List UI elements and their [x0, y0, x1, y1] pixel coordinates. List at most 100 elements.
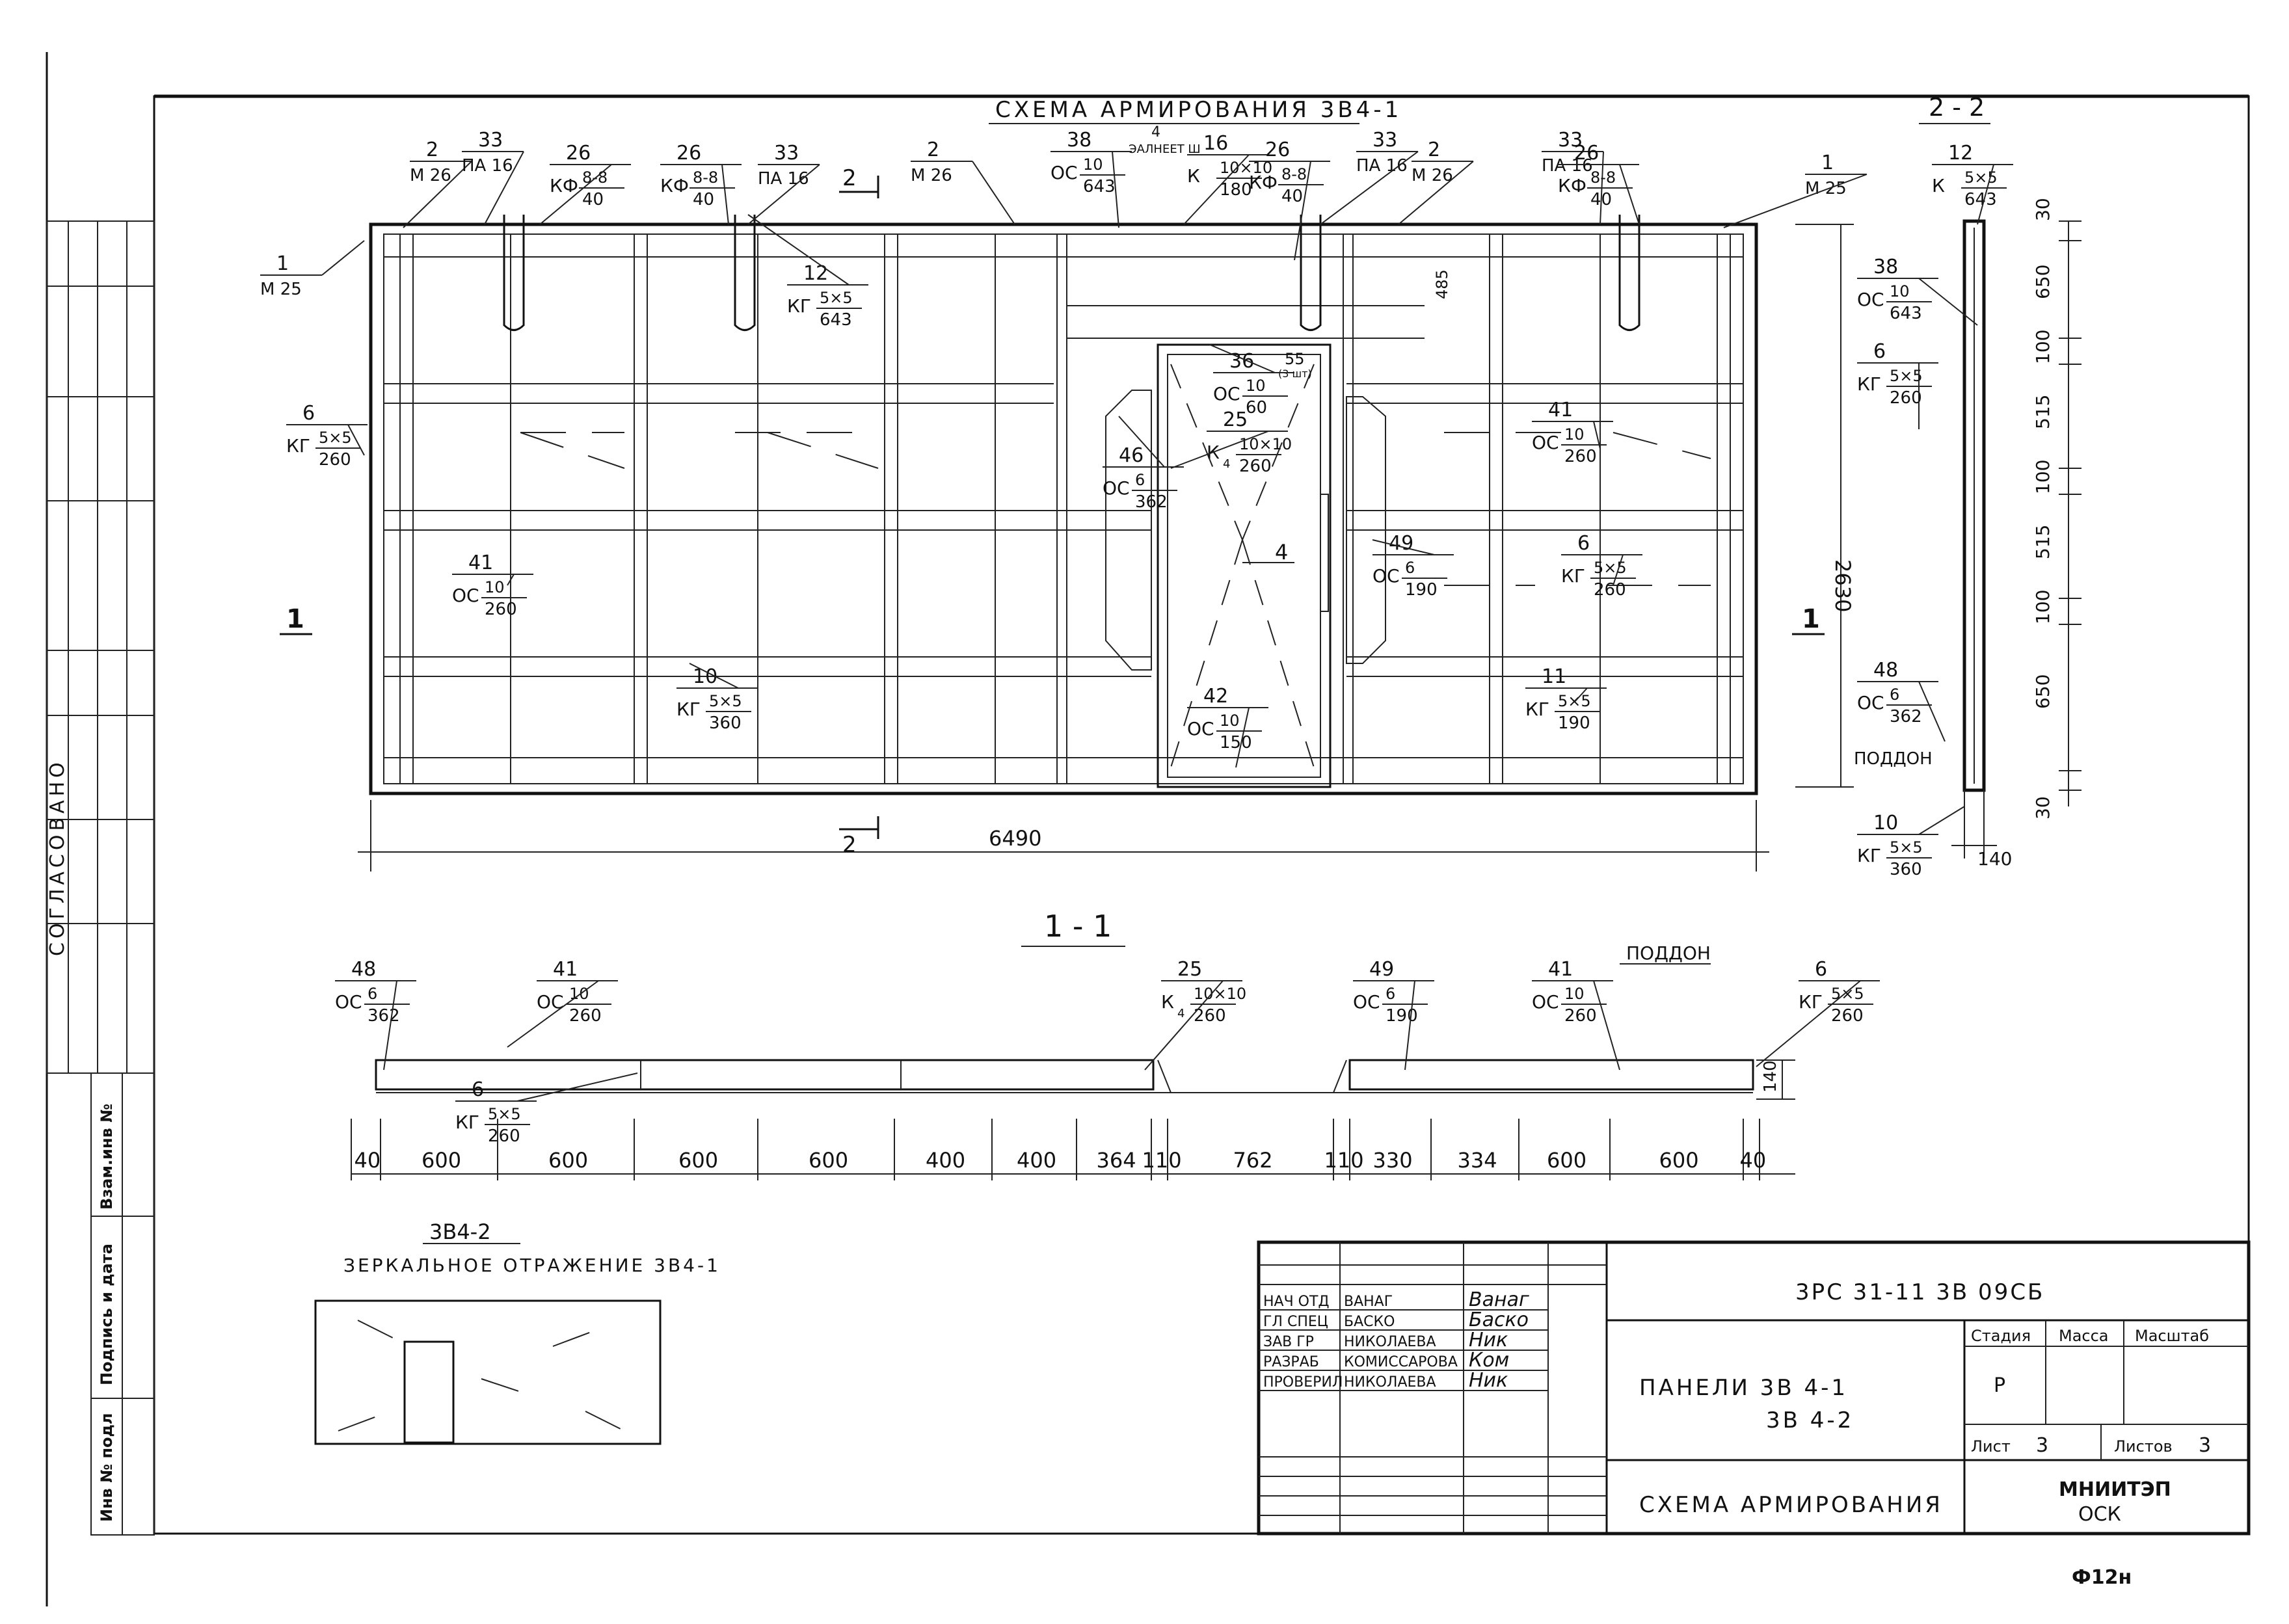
callout-pos: 26: [676, 142, 701, 165]
callout-leader: [383, 980, 397, 1071]
dim-2-2-value: 30: [2032, 796, 2054, 819]
callout-pos: 6: [1815, 958, 1827, 981]
callout-pos: 25: [1223, 408, 1248, 431]
mirror-caption: ЗЕРКАЛЬНОЕ ОТРАЖЕНИЕ 3В4-1: [343, 1255, 721, 1276]
dim-1-1-value: 600: [422, 1148, 461, 1173]
mirror-door: [403, 1340, 455, 1444]
tb-org-line1: МНИИТЭП: [2059, 1478, 2171, 1501]
tb-list-val: 3: [2036, 1434, 2048, 1457]
callout-leader: [1183, 154, 1250, 225]
tb-massa-label: Масса: [2059, 1327, 2109, 1345]
callout-frac: 8-8: [1590, 168, 1616, 187]
mirror-title: 3В4-2: [429, 1219, 491, 1244]
callout-den: 260: [1890, 388, 1922, 408]
callout-leader: [1573, 687, 1588, 703]
callout-frac: 5×5: [1594, 559, 1627, 577]
callout-pos: 26: [566, 142, 591, 165]
rebar-callout: 2М 26: [1398, 139, 1474, 225]
callout-pos: 1: [1821, 152, 1834, 174]
callout-type: ОС: [1857, 289, 1884, 310]
callout-type: КГ: [1857, 373, 1881, 395]
callout-leader: [1144, 980, 1224, 1071]
dim-1-1-value: 400: [1017, 1148, 1056, 1173]
dim-1-1-value: 40: [1740, 1148, 1767, 1173]
callout-pos: 46: [1119, 444, 1144, 467]
rebar-callout: 6КГ 5×5 260: [1561, 532, 1642, 600]
callout-den: 260: [1594, 580, 1626, 600]
tb-stadia: Р: [1994, 1374, 2005, 1397]
dim-2-2-value: 30: [2032, 198, 2054, 221]
section-marker-2-top: 2: [842, 165, 857, 191]
callout-type: КФ: [1558, 175, 1586, 196]
callout-pos: 6: [302, 402, 315, 425]
callout-pos: 38: [1067, 129, 1091, 152]
callout-den: 260: [1564, 1006, 1597, 1026]
callout-den: 260: [1194, 1006, 1226, 1026]
callout-leader: [1593, 980, 1620, 1071]
callout-den: 643: [820, 310, 852, 330]
above-door-note: ЭАЛНЕЕТ Ш: [1129, 142, 1201, 156]
tb-listov-val: 3: [2199, 1434, 2211, 1457]
callout-den: 190: [1558, 713, 1590, 733]
callout-leader: [539, 164, 612, 225]
dim-1-1-value: 762: [1233, 1148, 1273, 1173]
callout-type: КГ: [1561, 565, 1585, 587]
callout-pos: 6: [1577, 532, 1590, 555]
callout-pos: 41: [468, 552, 493, 574]
rebar-callout: 1М 25: [260, 240, 365, 299]
dim-1-1-value: 600: [548, 1148, 588, 1173]
dim-1-1-value: 600: [809, 1148, 848, 1173]
vzam-inv-label: Взам.инв №: [98, 1104, 116, 1210]
callout-frac: 5×5: [820, 289, 853, 307]
callout-den: 190: [1385, 1006, 1418, 1026]
callout-leader: [1619, 164, 1640, 225]
callout-type: К: [1187, 165, 1200, 187]
callout-leader: [1112, 151, 1119, 228]
door-label: 4: [1275, 540, 1288, 565]
callout-leader: [1613, 554, 1624, 586]
callout-leader: [1593, 421, 1601, 449]
dim-1-1-value: 334: [1458, 1148, 1497, 1173]
panel-elevation: [369, 215, 1758, 795]
title-block: [1257, 1240, 2251, 1536]
inv-podl-label: Инв № подл: [98, 1413, 116, 1522]
callout-den: 150: [1220, 733, 1252, 752]
callout-frac: 5×5: [709, 692, 742, 710]
callout-type: ОС: [1051, 162, 1078, 183]
rebar-callout: 2М 26: [403, 139, 472, 228]
callout-leader: [689, 663, 739, 689]
callout-frac: 6: [1405, 559, 1415, 577]
dim-1-1-value: 364: [1097, 1148, 1136, 1173]
tb-name: КОМИССАРОВА: [1344, 1354, 1458, 1370]
callout-type: КФ: [550, 175, 578, 196]
callout-frac: 10: [1564, 425, 1585, 444]
callout-leader: [972, 161, 1015, 225]
callout-type: ОС: [1857, 692, 1884, 713]
tb-name-line2: 3В 4-2: [1766, 1407, 1854, 1433]
section-2-2-poddon: ПОДДОН: [1854, 749, 1933, 769]
callout-mult: 4: [1177, 1007, 1185, 1020]
section-marker-1-right: 1: [1802, 604, 1820, 634]
tb-role: ПРОВЕРИЛ: [1263, 1374, 1343, 1391]
tb-list-label: Лист: [1971, 1437, 2011, 1456]
callout-pos: 11: [1542, 665, 1566, 688]
callout-frac: 6: [368, 985, 377, 1003]
dim-2-2-value: 515: [2032, 525, 2054, 559]
callout-type: КГ: [455, 1112, 479, 1133]
callout-type: КФ: [1249, 172, 1278, 193]
callout-leader: [1294, 161, 1311, 261]
dim-1-1-value: 600: [678, 1148, 718, 1173]
callout-frac: 8-8: [693, 168, 718, 187]
tb-masshtab-label: Масштаб: [2135, 1327, 2209, 1345]
